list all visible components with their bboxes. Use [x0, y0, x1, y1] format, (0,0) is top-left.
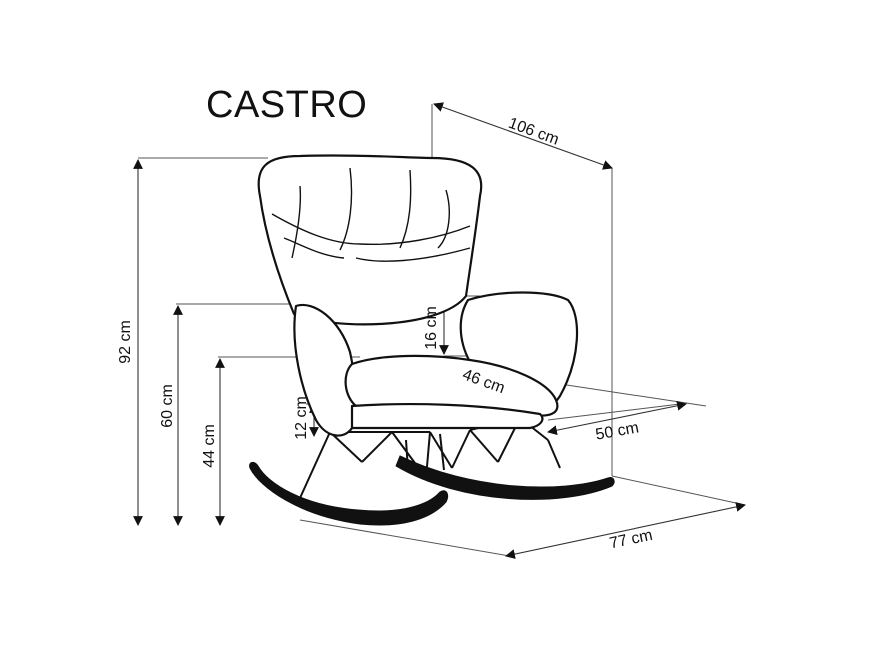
rocker-front	[249, 461, 449, 526]
rocking-chair	[249, 154, 615, 526]
label-armrest-height: 16 cm	[423, 306, 440, 350]
label-seat-height: 44 cm	[201, 424, 218, 468]
product-title: CASTRO	[206, 84, 368, 126]
label-seat-back: 60 cm	[159, 384, 176, 428]
seat-base	[350, 402, 544, 430]
label-height-total: 92 cm	[117, 320, 134, 364]
dim-line-77	[505, 502, 746, 559]
backrest-tufting	[271, 167, 471, 262]
rocker-back	[395, 455, 615, 500]
label-depth-total: 106 cm	[506, 115, 561, 149]
label-seat-depth: 50 cm	[594, 419, 640, 443]
dim-line-50	[547, 400, 687, 436]
backrest	[257, 154, 483, 326]
label-seat-thickness: 12 cm	[293, 396, 310, 440]
dim-line-106	[433, 102, 613, 170]
label-width-total: 77 cm	[608, 527, 654, 553]
